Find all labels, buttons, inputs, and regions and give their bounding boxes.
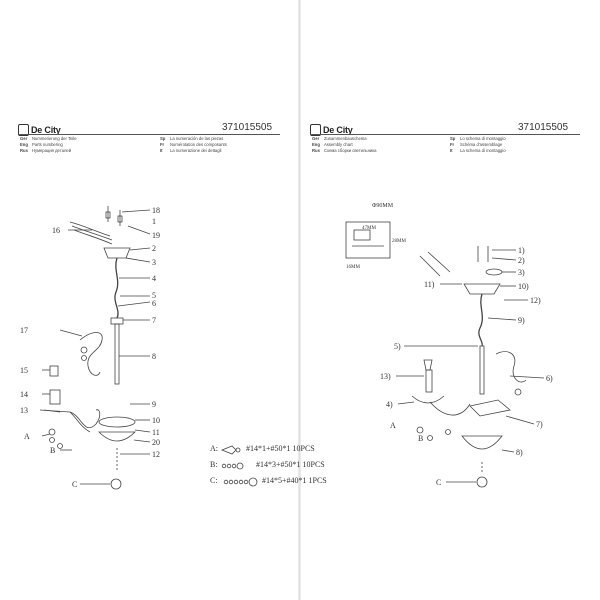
model-code: 371015505 [222,122,273,133]
header-rule [310,134,580,135]
callout-label: 15 [20,366,28,375]
rod-shape [114,323,120,385]
dimension-width: 47MM [362,226,376,231]
piece-legend-shapes [220,445,258,487]
header-rule [18,134,280,135]
chain-shape [114,257,119,319]
callout-label: 11) [424,280,435,289]
callout-label: 1 [152,217,156,226]
callout-label: 13) [380,372,391,381]
right-assembly-view [345,221,545,488]
callout-label: 5 [152,291,156,300]
callout-label: 1) [518,246,525,255]
callout-label: 12 [152,450,160,459]
callout-label: C [436,478,441,487]
right-callout-numbers: 1) 2) 3) 10) 11) 12) 9) 5) 6) 13) 4) 7) … [380,246,553,487]
callout-label: A [390,421,396,430]
piece-key-b: B: [210,460,218,469]
brand-logo: De City [310,124,353,136]
callout-label: 4 [152,274,156,283]
callout-label: C [72,480,77,489]
piece-spec-c: #14*5+#40*1 1PCS [262,476,327,485]
callout-label: 16 [52,226,60,235]
dimension-height: 16MM [346,265,360,270]
callout-label: 7 [152,316,156,325]
callout-label: 6) [546,374,553,383]
piece-spec-a: #14*1+#50*1 10PCS [246,444,315,453]
logo-mark-icon [310,124,321,136]
crystal-shape [80,346,88,354]
callout-label: B [418,434,423,443]
callout-label: 10) [518,282,529,291]
callout-label: 8) [516,448,523,457]
brand-name: De City [323,125,353,135]
callout-label: 9 [152,400,156,409]
dimension-labels: Φ90MM 47MM 16MM 28MM [346,203,406,270]
callout-label: 13 [20,406,28,415]
callout-label: 3 [152,258,156,267]
logo-mark-icon [18,124,29,136]
callout-label: 20 [152,438,160,447]
callout-label: B [50,446,55,455]
callout-label: 2 [152,244,156,253]
model-code: 371015505 [518,122,569,133]
callout-label: 3) [518,268,525,277]
callout-label: 4) [386,400,393,409]
left-exploded-view [39,206,151,490]
brand-name: De City [31,125,61,135]
brand-logo: De City [18,124,61,136]
callout-label: 19 [152,231,160,240]
callout-label: 6 [152,299,156,308]
callout-label: 9) [518,316,525,325]
canopy-shape [103,247,131,259]
callout-label: 8 [152,352,156,361]
callout-label: 10 [152,416,160,425]
piece-key-a: A: [210,444,218,453]
dimension-diameter: Φ90MM [372,203,394,209]
crystal-c-shape [110,478,122,490]
callout-label: 17 [20,326,28,335]
callout-label: 12) [530,296,541,305]
plate-shape [98,416,136,428]
callout-label: 18 [152,206,160,215]
dimension-depth: 28MM [392,239,406,244]
callout-label: 5) [394,342,401,351]
callout-label: A [24,432,30,441]
callout-label: 7) [536,420,543,429]
callout-label: 2) [518,256,525,265]
page-fold [298,0,301,600]
callout-label: 11 [152,428,160,437]
piece-key-c: C: [210,476,218,485]
callout-label: 14 [20,390,28,399]
left-callout-numbers: 18 1 19 16 2 3 4 5 6 7 17 8 15 14 9 13 1… [20,206,160,489]
piece-spec-b: #14*3+#50*1 10PCS [256,460,325,469]
